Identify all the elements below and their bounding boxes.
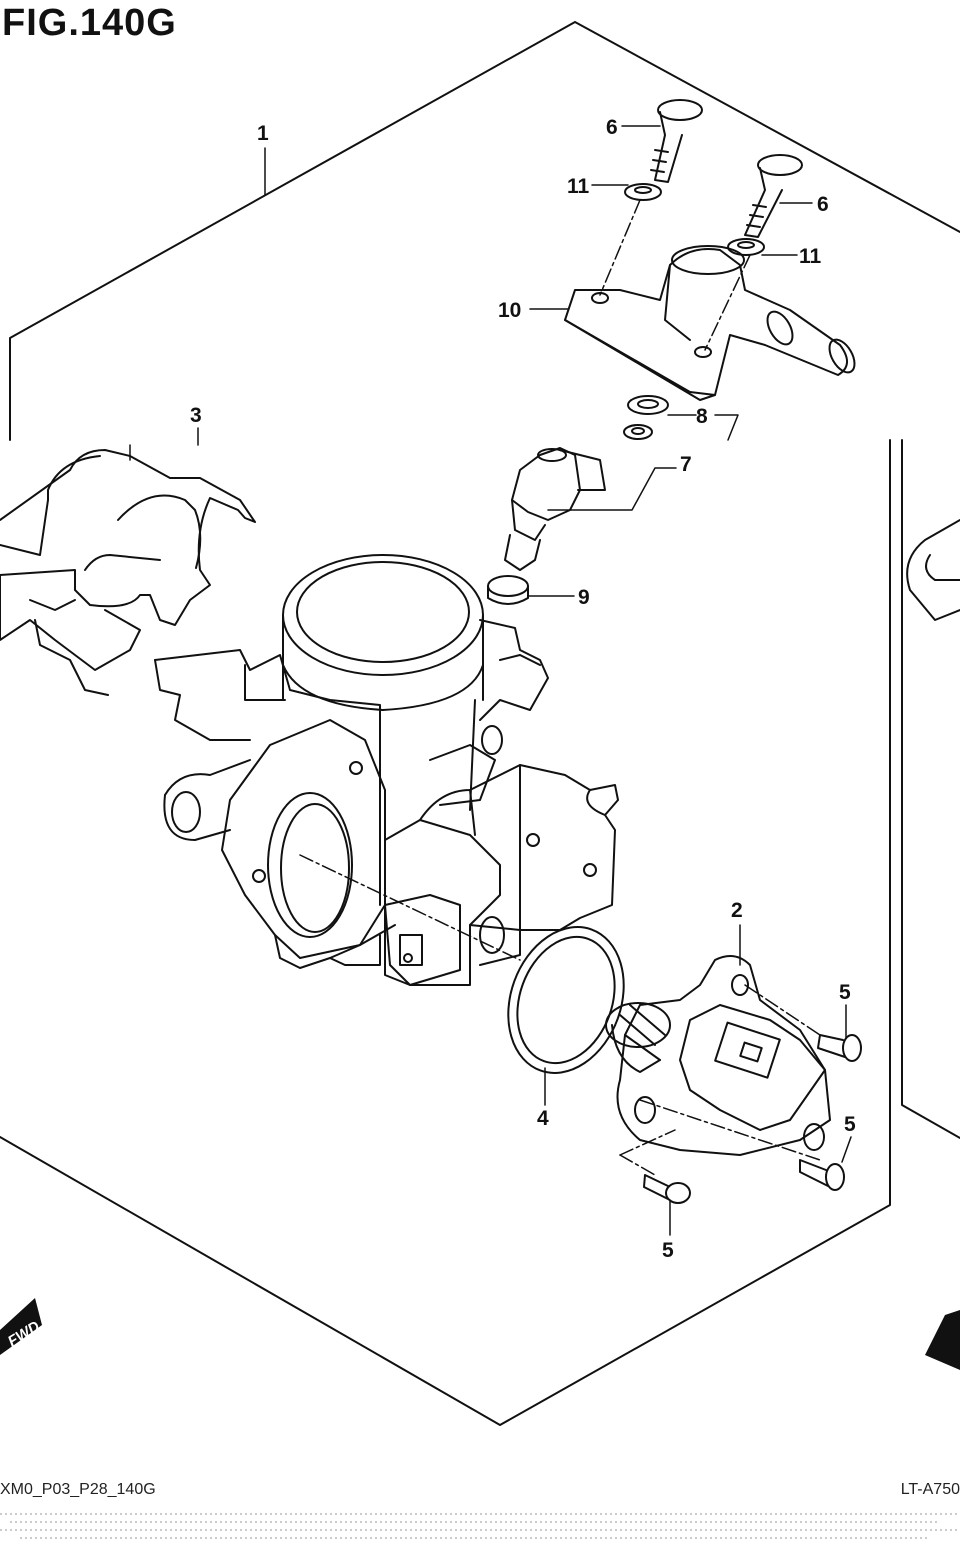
footer-left-code: XM0_P03_P28_140G: [0, 1481, 156, 1498]
part-label-5a: 5: [839, 981, 851, 1004]
part-label-11b: 11: [799, 245, 822, 268]
fuel-joint-part: [564, 245, 856, 401]
leader-lines: [129, 125, 852, 1236]
bolt-part-5c: [643, 1174, 691, 1204]
bolt-part-5a: [817, 1034, 862, 1062]
fwd-arrow-right-icon: [925, 1310, 960, 1370]
partial-view-right: [906, 519, 960, 621]
part-label-3: 3: [190, 404, 202, 427]
figure-title: FIG.140G: [2, 2, 177, 44]
assembly-boundary: [0, 21, 960, 1426]
bolt-part-top: [650, 99, 703, 183]
bolt-part-right: [744, 154, 803, 238]
fwd-arrow-icon: FWD: [0, 1298, 43, 1355]
part-label-5b: 5: [844, 1113, 856, 1136]
part-label-2: 2: [731, 899, 743, 922]
throttle-sensor-part: [605, 955, 831, 1156]
gasket-part: [623, 395, 669, 440]
part-label-6a: 6: [606, 116, 618, 139]
alignment-lines: [299, 199, 821, 1176]
bracket-part: [0, 449, 256, 696]
part-label-10: 10: [498, 299, 521, 322]
scan-noise: [0, 1513, 960, 1539]
part-labels: 1 2 3 4 5 5 5 6 6 7 8 9 10 11 11: [190, 116, 856, 1262]
part-label-6b: 6: [817, 193, 829, 216]
seal-part: [487, 575, 529, 605]
part-label-1: 1: [257, 122, 269, 145]
footer-right-code: LT-A750: [900, 1481, 960, 1498]
o-ring-part: [507, 926, 625, 1074]
part-label-8: 8: [696, 405, 708, 428]
part-label-11a: 11: [567, 175, 590, 198]
part-label-9: 9: [578, 586, 590, 609]
throttle-body: [154, 554, 619, 986]
part-label-4: 4: [537, 1107, 549, 1130]
injector-part: [504, 447, 606, 571]
washer-part: [624, 183, 765, 256]
part-label-5c: 5: [662, 1239, 674, 1262]
bolt-part-5b: [799, 1159, 845, 1191]
part-label-7: 7: [680, 453, 692, 476]
